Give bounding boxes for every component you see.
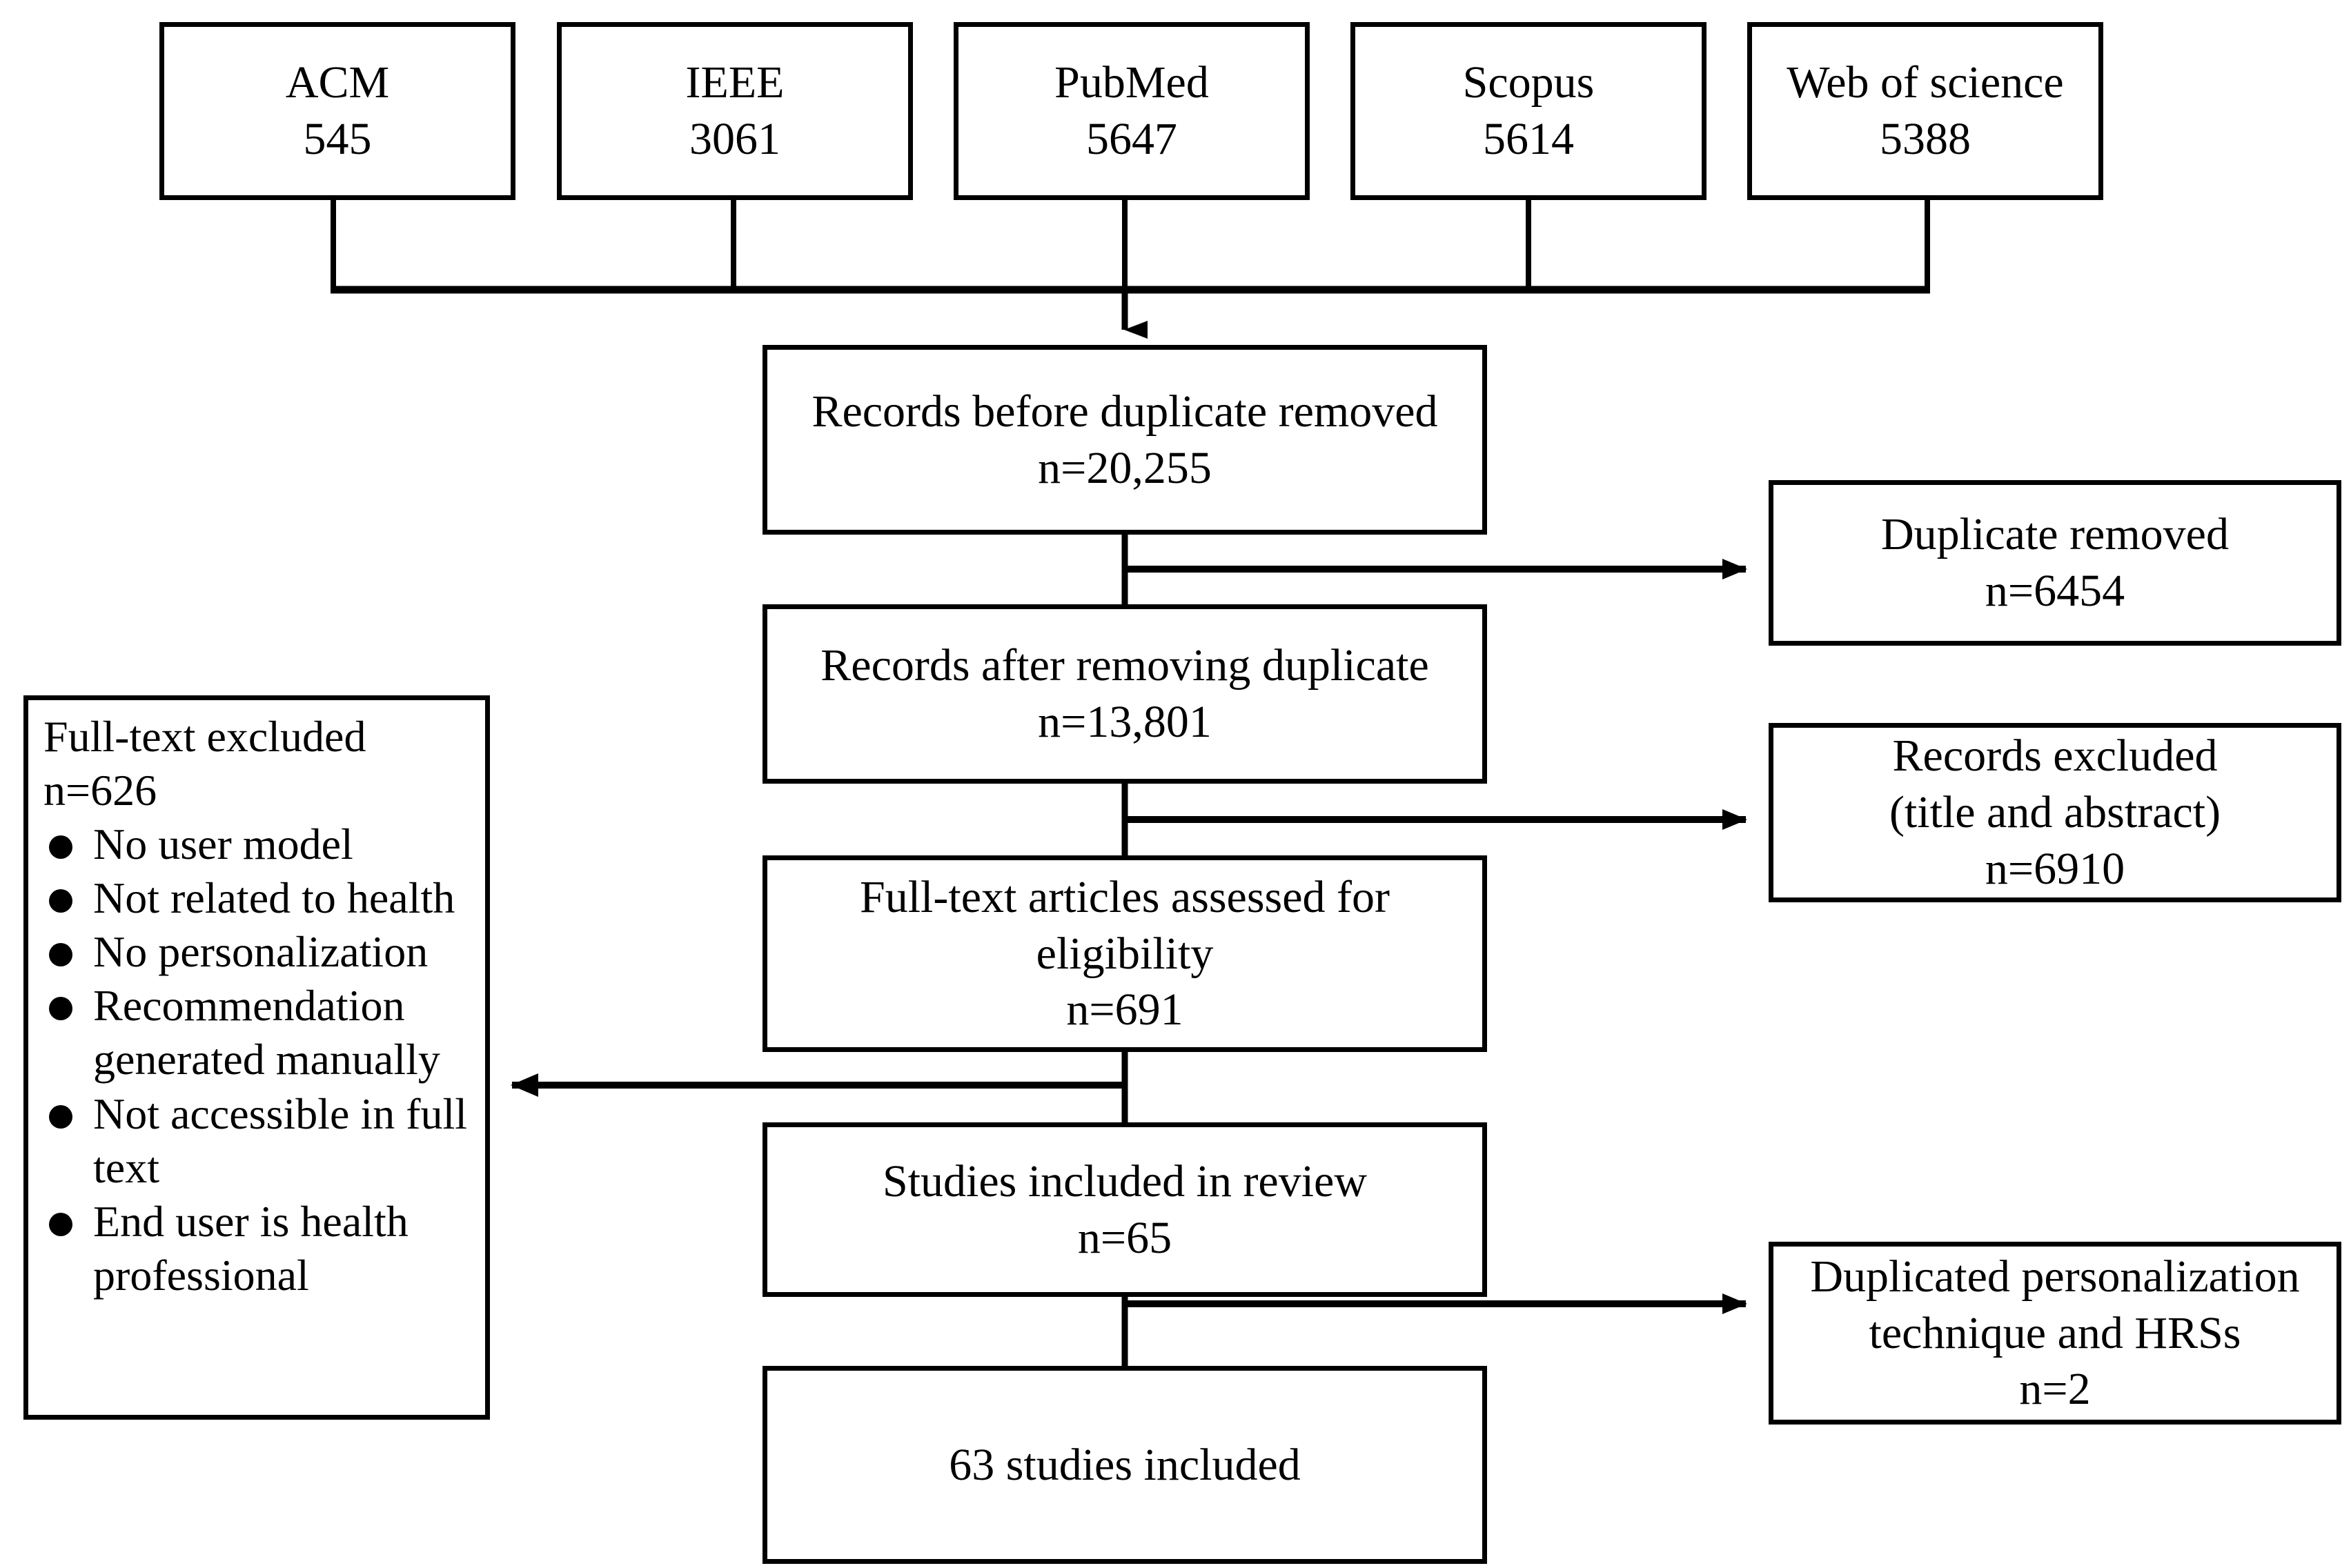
list-item: Not related to health xyxy=(43,871,473,925)
source-count: 545 xyxy=(303,114,372,164)
source-box-acm[interactable]: ACM 545 xyxy=(159,22,515,200)
exclusion-box-records-excluded[interactable]: Records excluded (title and abstract) n=… xyxy=(1769,723,2341,902)
source-box-pubmed[interactable]: PubMed 5647 xyxy=(954,22,1310,200)
exclusion-label-line2: (title and abstract) xyxy=(1889,787,2221,838)
exclusion-label: Duplicate removed xyxy=(1881,509,2229,560)
bullet-icon xyxy=(49,1212,72,1236)
exclusion-count: n=6910 xyxy=(1985,843,2125,894)
source-count: 3061 xyxy=(689,114,780,164)
exclusion-box-full-text-excluded[interactable]: Full-text excluded n=626 No user model N… xyxy=(23,695,490,1420)
list-item: Not accessible in full text xyxy=(43,1087,473,1195)
exclusion-box-duplicate-removed[interactable]: Duplicate removed n=6454 xyxy=(1769,480,2341,646)
reason-text: No personalization xyxy=(93,927,429,977)
source-name: ACM xyxy=(285,57,390,108)
exclusion-reason-list: No user model Not related to health No p… xyxy=(43,817,473,1302)
bullet-icon xyxy=(49,1104,72,1129)
source-box-web-of-science[interactable]: Web of science 5388 xyxy=(1747,22,2103,200)
reason-text: End user is health professional xyxy=(93,1196,409,1300)
stage-label: Records after removing duplicate xyxy=(820,640,1429,691)
exclusion-label-line2: technique and HRSs xyxy=(1869,1307,2241,1358)
exclusion-count: n=6454 xyxy=(1985,566,2125,616)
reason-text: No user model xyxy=(93,820,353,869)
reason-text: Not accessible in full text xyxy=(93,1089,468,1192)
reason-text: Not related to health xyxy=(93,873,455,923)
stage-count: n=20,255 xyxy=(1038,442,1212,493)
bullet-icon xyxy=(49,835,72,860)
source-name: Scopus xyxy=(1462,57,1595,108)
source-box-ieee[interactable]: IEEE 3061 xyxy=(557,22,913,200)
exclusion-label-line1: Duplicated personalization xyxy=(1810,1251,2300,1302)
source-name: IEEE xyxy=(685,57,785,108)
side-arrows xyxy=(511,559,1747,1314)
list-item: End user is health professional xyxy=(43,1195,473,1302)
source-name: PubMed xyxy=(1054,57,1209,108)
stage-box-final-studies-included[interactable]: 63 studies included xyxy=(763,1366,1487,1564)
list-item: Recommendation generated manually xyxy=(43,979,473,1086)
stage-count: n=691 xyxy=(1066,984,1183,1035)
bullet-icon xyxy=(49,889,72,913)
source-box-scopus[interactable]: Scopus 5614 xyxy=(1350,22,1706,200)
source-count: 5614 xyxy=(1483,114,1574,164)
stage-label-line1: Full-text articles assessed for xyxy=(860,871,1390,922)
list-item: No user model xyxy=(43,817,473,871)
stage-count: n=65 xyxy=(1077,1212,1172,1263)
exclusion-label-line1: Records excluded xyxy=(1892,731,2218,782)
reason-text: Recommendation generated manually xyxy=(93,981,440,1084)
bullet-icon xyxy=(49,997,72,1021)
list-item: No personalization xyxy=(43,925,473,979)
full-text-excluded-heading: Full-text excluded xyxy=(43,712,366,761)
source-name: Web of science xyxy=(1787,57,2064,108)
stage-box-studies-included-in-review[interactable]: Studies included in review n=65 xyxy=(763,1122,1487,1297)
exclusion-count: n=2 xyxy=(2019,1364,2091,1415)
stage-label-line2: eligibility xyxy=(1036,928,1214,979)
full-text-excluded-count: n=626 xyxy=(43,766,157,815)
stage-label: Studies included in review xyxy=(882,1155,1368,1207)
exclusion-box-duplicated-personalization[interactable]: Duplicated personalization technique and… xyxy=(1769,1242,2341,1425)
stage-box-records-after-duplicate[interactable]: Records after removing duplicate n=13,80… xyxy=(763,604,1487,784)
stage-label: 63 studies included xyxy=(949,1439,1301,1490)
stage-count: n=13,801 xyxy=(1038,697,1212,747)
stage-box-full-text-assessed[interactable]: Full-text articles assessed for eligibil… xyxy=(763,855,1487,1052)
source-count: 5647 xyxy=(1086,114,1177,164)
source-count: 5388 xyxy=(1880,114,1971,164)
stage-label: Records before duplicate removed xyxy=(811,386,1438,437)
stage-box-records-before-duplicate[interactable]: Records before duplicate removed n=20,25… xyxy=(763,345,1487,535)
bullet-icon xyxy=(49,943,72,967)
source-tree xyxy=(331,200,1930,294)
